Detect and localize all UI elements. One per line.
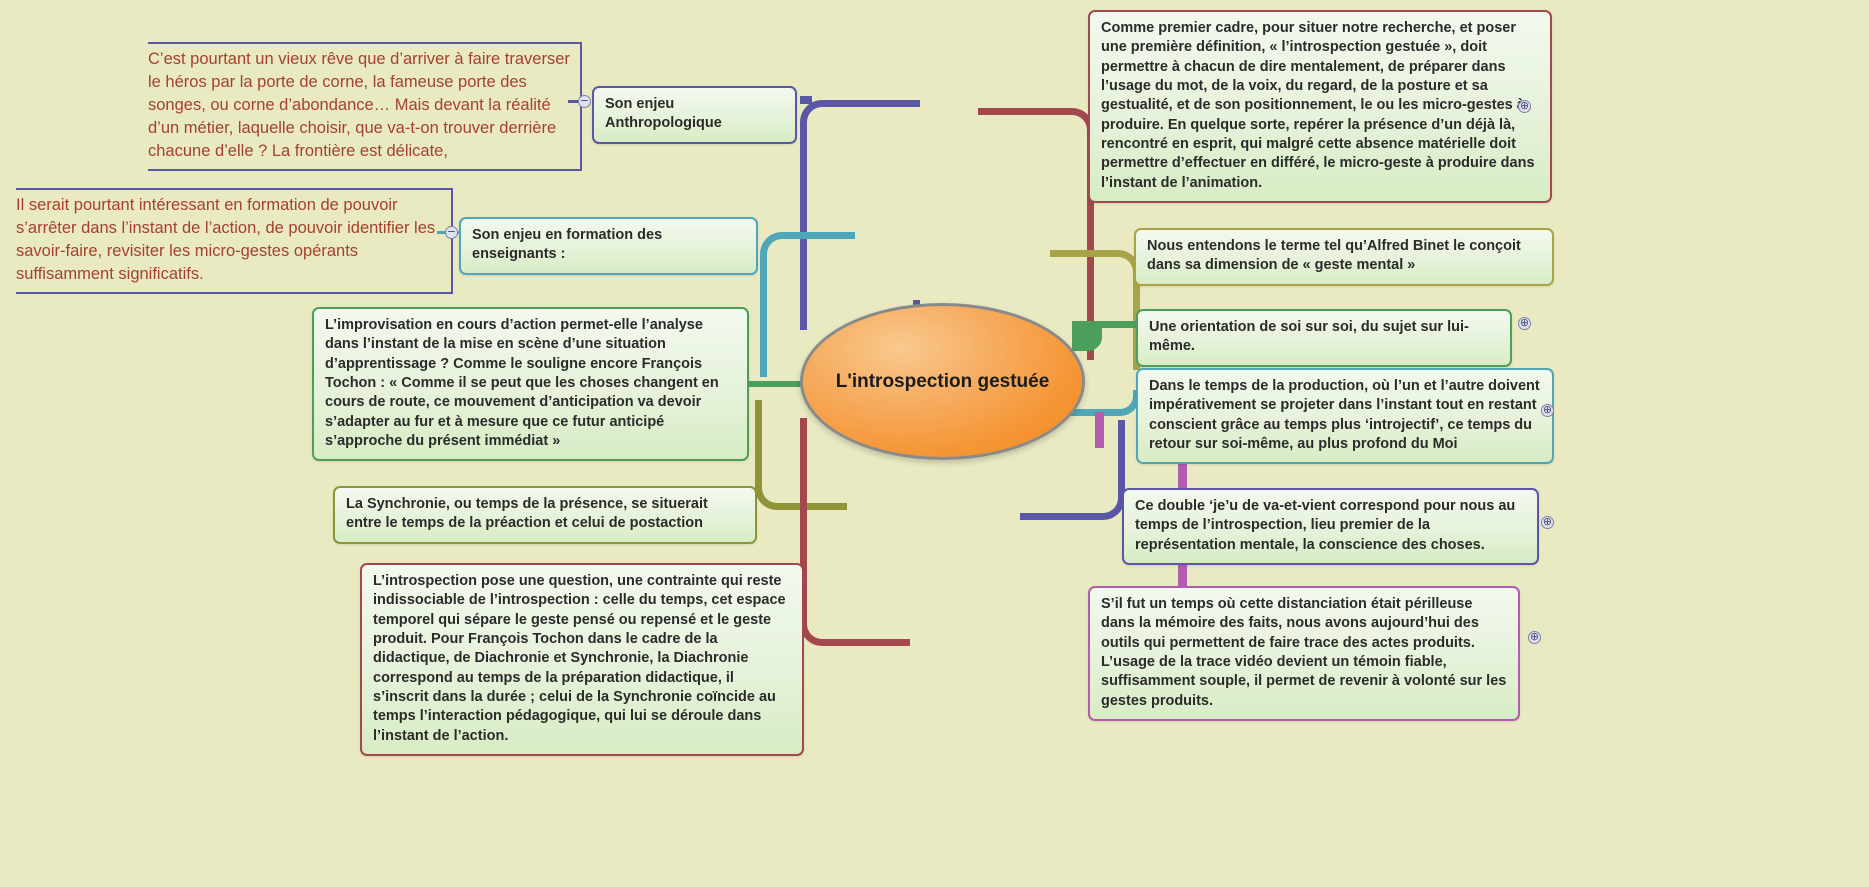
expander-orientation-glyph: ⊕ [1519,316,1530,329]
node-orientation-text: Une orientation de soi sur soi, du sujet… [1149,319,1469,355]
connector-premier-cadre [978,108,1094,360]
node-distanciation[interactable]: S’il fut un temps où cette distanciation… [1088,586,1520,722]
expander-formation[interactable]: − [445,226,458,239]
connector-binet [1050,250,1140,370]
node-contrainte[interactable]: L’introspection pose une question, une c… [360,563,804,757]
expander-double-je-glyph: ⊕ [1542,515,1553,528]
expander-distanciation-glyph: ⊕ [1529,630,1540,643]
connector-distanciation-up [1095,412,1104,448]
connector-anthropologique [800,100,920,330]
node-distanciation-text: S’il fut un temps où cette distanciation… [1101,596,1507,709]
node-double-je-text: Ce double ‘je’u de va-et-vient correspon… [1135,498,1516,553]
node-improvisation-text: L’improvisation en cours d’action permet… [325,317,719,450]
node-binet[interactable]: Nous entendons le terme tel qu’Alfred Bi… [1134,228,1554,286]
node-improvisation[interactable]: L’improvisation en cours d’action permet… [312,307,749,462]
expander-double-je[interactable]: ⊕ [1541,516,1554,529]
node-orientation[interactable]: Une orientation de soi sur soi, du sujet… [1136,309,1512,367]
connector-formation [760,232,855,377]
expander-formation-glyph: − [446,225,457,238]
connector-double-je [1020,420,1125,520]
expander-production[interactable]: ⊕ [1541,404,1554,417]
note-formation-pouvoir[interactable]: Il serait pourtant intéressant en format… [16,188,453,295]
connector-anthropologique-stub [800,96,812,104]
connector-orientation [1072,321,1138,328]
node-premier-cadre[interactable]: Comme premier cadre, pour situer notre r… [1088,10,1552,204]
note-vieux-reve[interactable]: C’est pourtant un vieux rêve que d’arriv… [148,42,582,172]
central-topic[interactable]: L'introspection gestuée [800,303,1085,460]
central-topic-label: L'introspection gestuée [835,370,1050,392]
node-formation-label: Son enjeu en formation des enseignants : [472,227,663,263]
expander-anthropologique-glyph: − [579,94,590,107]
expander-anthropologique[interactable]: − [578,95,591,108]
node-anthropologique[interactable]: Son enjeu Anthropologique [592,86,797,144]
node-anthropologique-label: Son enjeu Anthropologique [605,96,722,132]
node-synchronie-text: La Synchronie, ou temps de la présence, … [346,496,708,532]
node-production[interactable]: Dans le temps de la production, où l’un … [1136,368,1554,465]
node-premier-cadre-text: Comme premier cadre, pour situer notre r… [1101,20,1535,191]
node-binet-text: Nous entendons le terme tel qu’Alfred Bi… [1147,238,1521,274]
connector-orientation-elbow [1072,321,1102,351]
node-double-je[interactable]: Ce double ‘je’u de va-et-vient correspon… [1122,488,1539,566]
node-formation[interactable]: Son enjeu en formation des enseignants : [459,217,758,275]
connector-contrainte [800,418,910,646]
note-vieux-reve-text: C’est pourtant un vieux rêve que d’arriv… [148,50,570,161]
expander-distanciation[interactable]: ⊕ [1528,631,1541,644]
node-synchronie[interactable]: La Synchronie, ou temps de la présence, … [333,486,757,544]
expander-production-glyph: ⊕ [1542,403,1553,416]
expander-premier-cadre-glyph: ⊕ [1519,99,1530,112]
expander-orientation[interactable]: ⊕ [1518,317,1531,330]
node-production-text: Dans le temps de la production, où l’un … [1149,378,1540,453]
note-formation-pouvoir-text: Il serait pourtant intéressant en format… [16,196,436,284]
connector-improvisation [748,381,814,387]
expander-premier-cadre[interactable]: ⊕ [1518,100,1531,113]
node-contrainte-text: L’introspection pose une question, une c… [373,573,786,744]
